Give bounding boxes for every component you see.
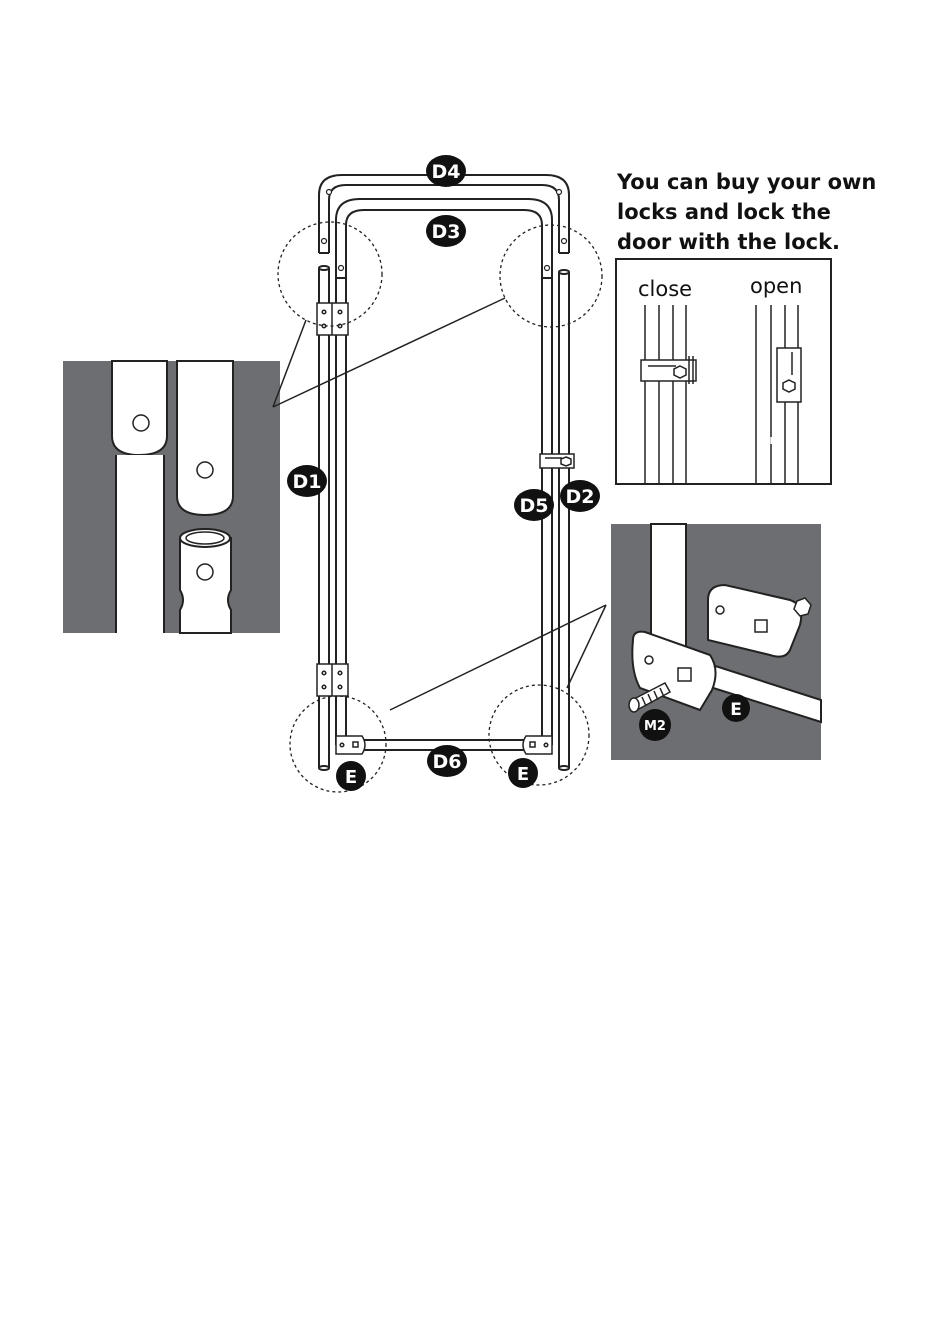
lower-tube-right <box>180 538 231 633</box>
tube-hole <box>197 564 213 580</box>
bracket-right <box>523 736 552 754</box>
bracket-left <box>336 736 365 754</box>
part-label-m2-text: M2 <box>644 719 666 734</box>
part-label-d6: D6 <box>427 745 467 777</box>
callout-line <box>390 605 606 710</box>
hinge-top <box>317 303 348 335</box>
part-label-d4: D4 <box>426 155 466 187</box>
part-label-d3-text: D3 <box>432 221 461 243</box>
tube-hole <box>197 462 213 478</box>
door-latch <box>540 454 574 468</box>
part-label-d1-text: D1 <box>293 471 322 493</box>
part-label-d1: D1 <box>287 465 327 497</box>
tube-joint-detail <box>63 361 280 633</box>
part-label-d2: D2 <box>560 480 600 512</box>
joint-detail-background <box>63 361 280 633</box>
part-label-e-right: E <box>508 758 538 788</box>
door-frame <box>319 175 569 770</box>
hinge-bottom <box>317 664 348 696</box>
upper-tube-left <box>112 361 167 455</box>
callout-line <box>567 605 606 688</box>
note-line-2: locks and lock the <box>617 197 831 227</box>
note-line-3: door with the lock. <box>617 227 840 257</box>
part-label-d5-text: D5 <box>520 495 549 517</box>
part-label-e-left: E <box>336 761 366 791</box>
part-label-e-left-text: E <box>345 767 357 788</box>
lock-close-label: close <box>638 277 692 301</box>
part-label-e-right-text: E <box>517 764 529 785</box>
part-label-d6-text: D6 <box>433 751 462 773</box>
part-label-d4-text: D4 <box>432 161 461 183</box>
lock-open-label: open <box>750 274 802 298</box>
part-label-d3: D3 <box>426 215 466 247</box>
callout-line <box>273 298 505 407</box>
part-label-d5: D5 <box>514 489 554 521</box>
tube-hole <box>133 415 149 431</box>
part-label-m2: M2 <box>639 709 671 741</box>
part-label-d2-text: D2 <box>566 486 595 508</box>
lower-tube-left <box>116 455 164 633</box>
part-label-e-detail: E <box>722 694 750 722</box>
part-label-e-detail-text: E <box>730 700 742 720</box>
note-line-1: You can buy your own <box>617 167 876 197</box>
upper-tube-right <box>177 361 233 515</box>
